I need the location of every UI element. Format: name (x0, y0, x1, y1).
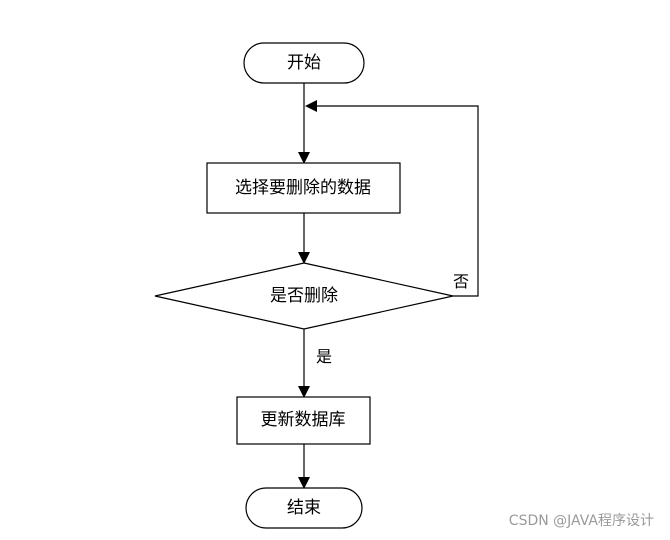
edge-label-yes: 是 (316, 347, 332, 366)
watermark: CSDN @JAVA程序设计 (508, 513, 654, 529)
end-node-label: 结束 (287, 498, 321, 518)
start-node-label: 开始 (287, 53, 321, 73)
edge-no-loop (305, 100, 479, 297)
decision-node-label: 是否删除 (270, 286, 338, 306)
end-node: 结束 (245, 487, 363, 529)
start-node: 开始 (243, 42, 365, 84)
select-node: 选择要删除的数据 (206, 162, 401, 214)
decision-node: 是否删除 (154, 262, 454, 330)
select-node-label: 选择要删除的数据 (235, 178, 371, 198)
edge-label-no: 否 (453, 272, 469, 291)
update-node-label: 更新数据库 (261, 410, 346, 430)
update-node: 更新数据库 (236, 396, 371, 445)
